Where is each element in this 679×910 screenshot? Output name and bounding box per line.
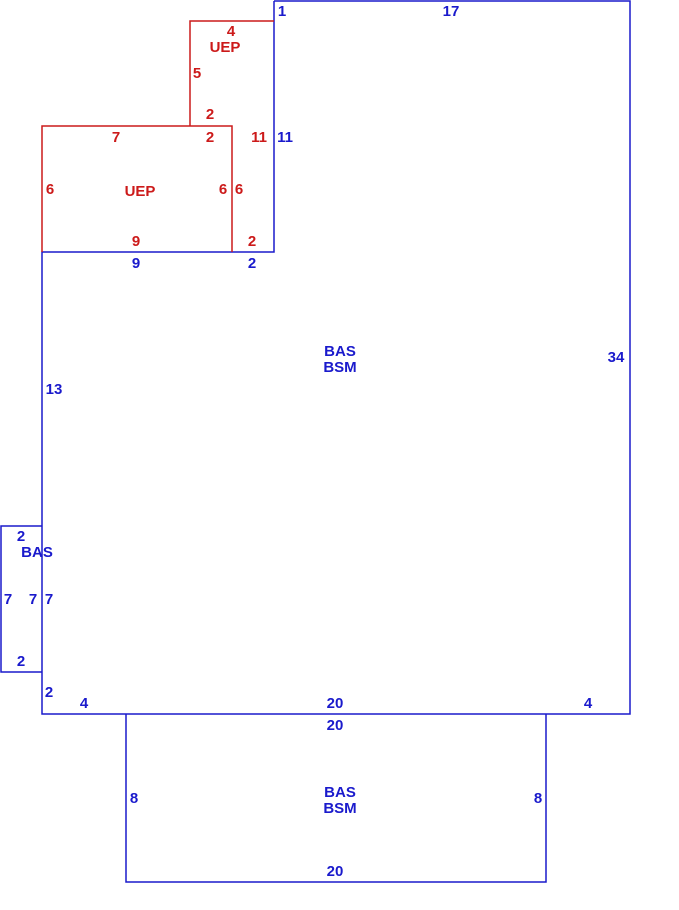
- main-dim-top-left-corner: 1: [278, 3, 286, 20]
- main-dim-left-upper: 11: [277, 129, 293, 146]
- main-structure-outline: [41, 0, 631, 715]
- porch-upper-outline: [189, 20, 274, 126]
- side-bump-dim-left: 7: [4, 591, 12, 608]
- porch-lower-dim-bottom: 9: [132, 233, 140, 250]
- main-dim-left-lower: 13: [46, 381, 63, 398]
- porch-upper-dim-bottom: 2: [206, 106, 214, 123]
- main-dim-bottom-left: 4: [80, 695, 89, 712]
- porch-upper-dim-left: 5: [193, 65, 201, 82]
- main-dim-notch-bottom: 2: [248, 255, 256, 272]
- main-dim-top: 17: [443, 3, 460, 20]
- porch-lower-dim-top-right: 2: [206, 129, 214, 146]
- porch-lower-area-code: UEP: [125, 183, 156, 200]
- side-bump: [0, 525, 42, 673]
- porch-lower-dim-right-outer: 6: [235, 181, 243, 198]
- main-dim-bottom-right: 4: [584, 695, 593, 712]
- lower-section: [125, 714, 547, 883]
- lower-area-code-2: BSM: [323, 800, 356, 817]
- lower-dim-bottom: 20: [327, 863, 344, 880]
- porch-areas: [41, 20, 274, 252]
- main-dim-right: 34: [608, 349, 625, 366]
- side-bump-dim-inner: 7: [29, 591, 37, 608]
- porch-upper-area-code: UEP: [210, 39, 241, 56]
- lower-dim-right: 8: [534, 790, 542, 807]
- side-bump-dim-right: 7: [45, 591, 53, 608]
- main-dim-bottom-center: 20: [327, 695, 344, 712]
- porch-lower-outline: [41, 125, 233, 252]
- main-area-code-2: BSM: [323, 359, 356, 376]
- side-bump-area-code: BAS: [21, 544, 53, 561]
- lower-dim-left: 8: [130, 790, 138, 807]
- main-dim-bottom-left-step: 2: [45, 684, 53, 701]
- porch-lower-dim-right-inner: 6: [219, 181, 227, 198]
- lower-dim-top: 20: [327, 717, 344, 734]
- side-bump-dim-top: 2: [17, 528, 25, 545]
- side-bump-dim-bottom: 2: [17, 653, 25, 670]
- main-dim-notch-width: 9: [132, 255, 140, 272]
- porch-lower-dim-left: 6: [46, 181, 54, 198]
- porch-upper-dim-top: 4: [227, 23, 236, 40]
- porch-lower-dim-bottom-right: 2: [248, 233, 256, 250]
- lower-section-outline: [125, 714, 547, 883]
- lower-area-code-1: BAS: [324, 784, 356, 801]
- porch-lower-dim-top-left: 7: [112, 129, 120, 146]
- porch-upper-dim-right: 11: [251, 129, 267, 146]
- main-area-code-1: BAS: [324, 343, 356, 360]
- side-bump-outline: [0, 525, 42, 673]
- main-structure: [41, 0, 631, 715]
